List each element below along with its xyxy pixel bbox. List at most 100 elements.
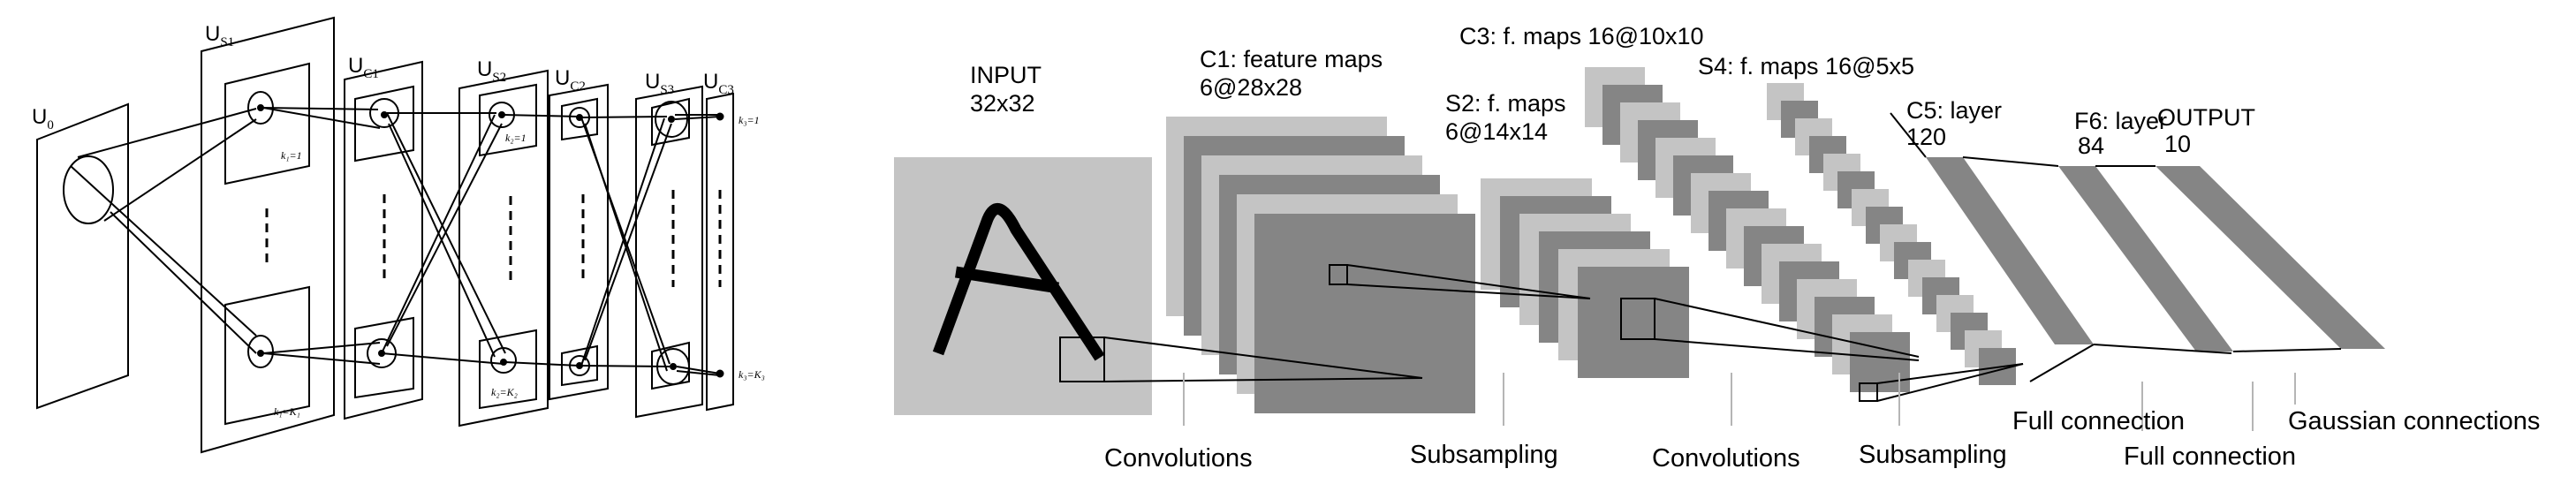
k1-top-label: k₁=1 [281,149,302,162]
callout-line [1654,298,1920,358]
connection-line [504,361,580,367]
input-letter-a [932,203,1105,361]
us1-plane-top [224,62,310,185]
f6-output-connection-band [2058,166,2233,352]
connection-line [386,123,503,347]
s2-label-line2: 6@14x14 [1445,118,1548,145]
us2-plane-top [479,83,537,157]
op-convolutions-2: Convolutions [1652,444,1800,473]
fc-connector [1890,112,1927,158]
callout-line [1654,338,1920,361]
s4-feature-map-stack [1767,83,2016,385]
lenet-diagram: INPUT 32x32 C1: feature maps 6@28x28 S2:… [894,23,2540,473]
op-subsampling-2: Subsampling [1859,441,2007,469]
us3-unit-bottom [656,348,690,385]
f6-label-line1: F6: layer [2074,108,2167,134]
connection-line [674,116,721,120]
output-label-line1: OUTPUT [2157,104,2255,131]
k3-bottom-label: k₃=K₃ [739,368,765,381]
fc-connector [1962,156,2059,167]
uc3-node [716,369,724,378]
layer-us3-slab [635,85,703,419]
s2-receptive-field [1620,298,1655,340]
uc1-unit-bottom [367,338,397,368]
c3-receptive-field [1859,382,1878,402]
s2-label-line1: S2: f. maps [1445,90,1566,117]
fc-connector [2029,344,2095,382]
op-full-connection-1: Full connection [2012,407,2185,435]
fc-connector [2093,344,2232,354]
uc2-plane-bottom [561,344,598,387]
input-letter-a-bar [955,266,1059,294]
c5-f6-connection-band [1926,157,2094,344]
connection-line [262,342,381,354]
op-full-connection-2: Full connection [2124,442,2296,471]
layer-label-us3: US3 [645,70,674,97]
us1-node [257,350,264,357]
callout-line [1876,363,2024,402]
layer-us1-slab [201,16,335,454]
connection-line [580,117,665,367]
c3-feature-map-stack [1585,67,1910,392]
c1-label-line2: 6@28x28 [1200,74,1302,101]
f6-label-line2: 84 [2078,132,2104,159]
u0-cone-line [103,118,257,222]
c1-receptive-field [1329,264,1348,285]
uc2-plane-top [561,97,598,141]
u0-receptive-field [63,155,114,224]
us2-plane-bottom [479,329,537,410]
uc1-plane-top [354,85,414,163]
input-label-line1: INPUT [970,62,1042,88]
u0-cone-line [110,211,257,354]
callout-line [1346,264,1591,299]
connection-line [381,352,504,365]
us2-unit-bottom [490,347,517,374]
input-label-line2: 32x32 [970,90,1035,117]
s2-feature-map-stack [1481,178,1689,378]
layer-label-u0: U0 [32,105,54,132]
k2-top-label: k₂=1 [505,132,527,144]
c1-feature-map [1254,214,1475,413]
output-label-line2: 10 [2164,131,2191,157]
op-gaussian-connections: Gaussian connections [2288,407,2540,435]
layer-label-uc1: UC1 [348,54,379,81]
connection-line [503,114,580,117]
c1-label-line1: C1: feature maps [1200,46,1383,72]
k2-bottom-label: k₂=K₂ [491,386,518,398]
us3-plane-bottom [651,341,690,390]
uc1-plane-bottom [354,316,414,399]
c3-label: C3: f. maps 16@10x10 [1459,23,1704,49]
c5-label-line1: C5: layer [1906,97,2002,124]
k1-bottom-label: k₁=K₁ [274,405,300,418]
connection-line [584,123,672,361]
us3-node [668,116,675,123]
layer-label-us1: US1 [205,22,234,49]
uc3-node [716,112,724,121]
uc1-node [381,111,388,118]
connection-line [580,365,671,367]
k3-top-label: k₃=1 [739,114,760,126]
neocognitron-diagram [36,16,734,454]
input-receptive-field [1059,337,1105,382]
layer-label-uc2: UC2 [555,66,586,94]
connection-line [676,366,721,374]
fc-connector [2232,348,2342,352]
connection-line [262,107,379,110]
layer-label-uc3: UC3 [703,70,734,97]
layer-uc2-slab [549,83,609,401]
op-convolutions-1: Convolutions [1104,444,1253,473]
u0-cone-line [77,108,257,158]
op-subsampling-1: Subsampling [1410,441,1558,469]
layer-us2-slab [458,69,549,427]
c5-label-line2: 120 [1906,124,1946,150]
connection-line [262,107,381,129]
callout-line [1346,284,1591,299]
c1-feature-map-stack [1166,117,1475,413]
layer-uc1-slab [344,60,423,420]
neocognitron-labels: U0 US1 UC1 US2 UC2 US3 UC3 k₁=1 k₁=K₁ k₂… [32,22,765,418]
callout-line [1103,377,1423,382]
u0-cone-line [70,165,257,337]
us1-plane-bottom [224,285,310,426]
layer-uc3-slab [706,92,734,412]
